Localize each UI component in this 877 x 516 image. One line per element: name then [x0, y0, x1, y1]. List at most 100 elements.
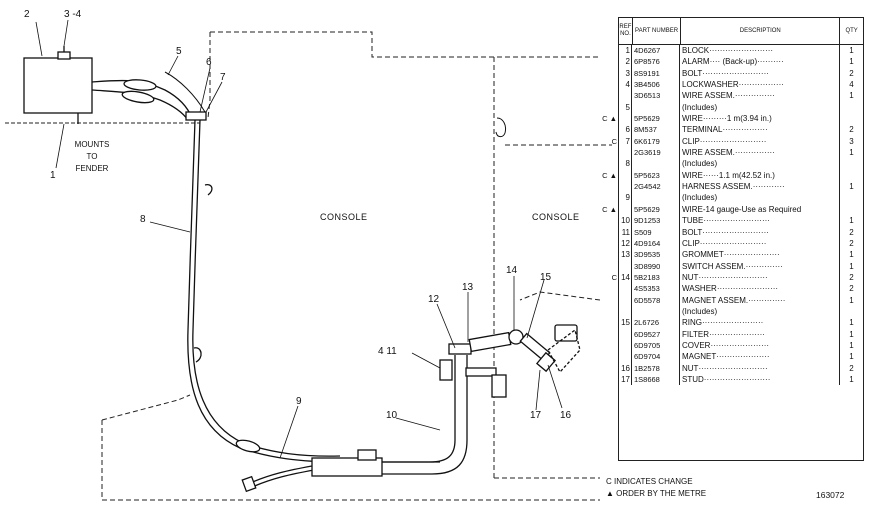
ref-cell: 13 — [619, 249, 632, 261]
ref-cell — [619, 305, 632, 318]
qty-cell — [840, 204, 863, 215]
qty-cell: 1 — [849, 340, 854, 350]
mounts-text-2: TO — [87, 152, 98, 161]
parts-list-table: REF NO. PART NUMBER DESCRIPTION QTY 1 4D6… — [602, 17, 864, 461]
qty-cell: 2 — [849, 363, 854, 373]
switch-assembly — [468, 324, 581, 374]
label-10: 10 — [386, 410, 398, 421]
qty-cell: 1 — [849, 261, 854, 271]
qty-cell: 1 — [849, 318, 854, 328]
header-qty: QTY — [845, 27, 858, 34]
description-cell: BOLT························· — [680, 226, 840, 238]
description-cell: SWITCH ASSEM.·············· — [680, 260, 840, 272]
ref-cell: 8 — [619, 158, 632, 170]
qty-cell: 1 — [849, 295, 854, 305]
part-number-cell — [632, 192, 680, 204]
part-number-cell: 3D8990 — [632, 260, 680, 272]
description-cell: (Includes) — [680, 158, 840, 170]
legend-notes: C INDICATES CHANGE ▲ ORDER BY THE METRE — [606, 476, 706, 500]
tube — [382, 343, 507, 475]
qty-cell: 2 — [849, 238, 854, 248]
part-number-cell — [632, 158, 680, 170]
description-cell: COVER······················ — [680, 339, 840, 352]
table-row: 6D9705 COVER······················1 — [619, 339, 863, 352]
table-row: 6D9527 FILTER·····················1 — [619, 328, 863, 340]
description-cell: (Includes) — [680, 101, 840, 114]
ref-cell — [619, 339, 632, 352]
qty-cell: 2 — [849, 284, 854, 294]
label-3-4: 3 -4 — [64, 9, 82, 20]
qty-cell: 1 — [849, 182, 854, 192]
ref-cell — [619, 294, 632, 306]
header-ref-no: REF NO. — [619, 18, 633, 44]
part-number-cell: 1B2578 — [632, 362, 680, 374]
description-cell: CLIP························· — [680, 237, 840, 250]
ref-cell — [619, 328, 632, 340]
qty-cell: 3 — [849, 136, 854, 146]
header-part-number: PART NUMBER — [633, 18, 682, 44]
qty-cell — [840, 306, 863, 317]
ref-cell: 15 — [619, 317, 632, 329]
description-cell: WIRE·········1 m(3.94 in.) — [680, 113, 840, 125]
ref-cell — [619, 181, 632, 193]
part-number-cell: 6D9704 — [632, 351, 680, 363]
backup-alarm — [23, 46, 93, 124]
qty-cell: 1 — [849, 216, 854, 226]
label-8: 8 — [140, 214, 146, 225]
ref-cell: 17 — [619, 373, 632, 386]
table-row: (Includes) — [619, 305, 863, 318]
ref-cell: 9 — [619, 192, 632, 204]
description-cell: (Includes) — [680, 305, 840, 318]
wire-assembly-upper — [91, 71, 207, 121]
qty-cell: 2 — [849, 272, 854, 282]
note-order: ▲ ORDER BY THE METRE — [606, 489, 707, 498]
description-cell: (Includes) — [680, 192, 840, 204]
parts-list-header: REF NO. PART NUMBER DESCRIPTION QTY — [619, 18, 863, 45]
ref-cell — [619, 260, 632, 272]
qty-cell — [840, 158, 863, 169]
part-number-cell: 6K6179 — [632, 135, 680, 148]
part-number-cell: S509 — [632, 226, 680, 238]
qty-cell — [840, 113, 863, 124]
part-number-cell: 5P5623 — [632, 169, 680, 182]
part-number-cell: 5P5629 — [632, 203, 680, 216]
description-cell: TERMINAL················· — [680, 124, 840, 136]
description-cell: FILTER····················· — [680, 328, 840, 340]
mounts-text-3: FENDER — [76, 164, 109, 173]
part-number-cell: 3D6513 — [632, 90, 680, 102]
description-cell: TUBE························· — [680, 215, 840, 227]
label-1: 1 — [50, 170, 56, 181]
harness-assembly — [241, 449, 383, 493]
part-number-cell: 9D1253 — [632, 215, 680, 227]
part-number-cell: 6D5578 — [632, 294, 680, 306]
description-cell: ALARM···· (Back-up)·········· — [680, 56, 840, 68]
table-row: 6D9704 MAGNET····················1 — [619, 351, 863, 363]
change-mark: C ▲ — [602, 170, 617, 180]
part-number-cell: 4D6267 — [632, 45, 680, 57]
ref-cell: 3 — [619, 67, 632, 80]
qty-cell: 1 — [849, 91, 854, 101]
change-mark: C ▲ — [602, 114, 617, 124]
table-row: 9 (Includes) — [619, 192, 863, 204]
label-5: 5 — [176, 46, 182, 57]
description-cell: MAGNET···················· — [680, 351, 840, 363]
label-16: 16 — [560, 410, 572, 421]
description-cell: HARNESS ASSEM.············ — [680, 181, 840, 193]
qty-cell: 1 — [849, 374, 854, 384]
ref-cell: 7 — [619, 135, 632, 148]
label-17: 17 — [530, 410, 542, 421]
ref-cell — [619, 113, 632, 125]
part-number-cell: 4D9164 — [632, 237, 680, 250]
qty-cell: 2 — [849, 125, 854, 135]
ref-cell: 5 — [619, 101, 632, 114]
